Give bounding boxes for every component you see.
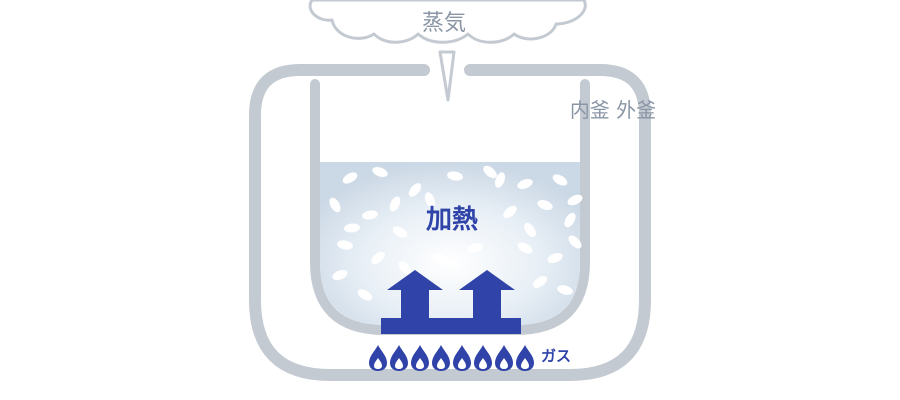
- heat-arrow-icon: [459, 270, 515, 320]
- rice-grain: [524, 222, 536, 238]
- rice-grain: [552, 174, 568, 186]
- rice-grain: [503, 205, 517, 219]
- flame-icon: [390, 345, 408, 371]
- flame-icon: [474, 345, 492, 371]
- rice-grain: [342, 172, 358, 184]
- outer-pot: [249, 64, 651, 381]
- heat-bar: [381, 318, 521, 334]
- heat-arrows: [381, 270, 521, 334]
- flame-icon: [495, 345, 513, 371]
- steam-cloud-icon: [308, 0, 587, 44]
- rice-grain: [467, 243, 483, 253]
- rice-grain: [357, 289, 373, 301]
- gas-flames: [369, 345, 534, 371]
- rice-grain: [424, 192, 436, 208]
- rice-grain: [398, 261, 412, 275]
- rice-grain: [432, 252, 448, 264]
- rice-grain: [567, 194, 583, 206]
- gas-label: ガス: [541, 347, 571, 365]
- steam-vent: [438, 50, 456, 102]
- heat-arrow-icon: [387, 270, 443, 320]
- rice-grain: [371, 251, 385, 265]
- rice-grain: [517, 242, 533, 254]
- flame-icon: [516, 345, 534, 371]
- rice-grain: [568, 235, 582, 249]
- rice-grain: [392, 226, 408, 238]
- rice-grain: [564, 212, 576, 228]
- rice-grain: [494, 172, 506, 188]
- rice-grain: [372, 166, 388, 178]
- rice-grain: [447, 171, 463, 181]
- rice-grain: [537, 199, 553, 211]
- rice-grain: [362, 210, 378, 220]
- rice-grain: [344, 223, 360, 233]
- heat-label: 加熱: [426, 205, 478, 235]
- rice-grain: [557, 285, 573, 295]
- flame-icon: [432, 345, 450, 371]
- flame-icon: [411, 345, 429, 371]
- steam-label: 蒸気: [422, 11, 466, 36]
- flame-icon: [453, 345, 471, 371]
- rice-grain: [517, 178, 533, 190]
- water: [320, 162, 580, 325]
- rice-grain: [332, 269, 348, 281]
- rice-grain: [532, 276, 548, 288]
- flame-icon: [369, 345, 387, 371]
- rice-grains: [329, 165, 583, 301]
- rice-grain: [547, 252, 563, 264]
- rice-grain: [408, 183, 422, 197]
- rice-grain: [329, 197, 341, 213]
- rice-grain: [483, 165, 497, 179]
- rice-grain: [337, 240, 353, 250]
- pot-label: 内釜 外釜: [570, 98, 656, 122]
- rice-grain: [389, 196, 401, 212]
